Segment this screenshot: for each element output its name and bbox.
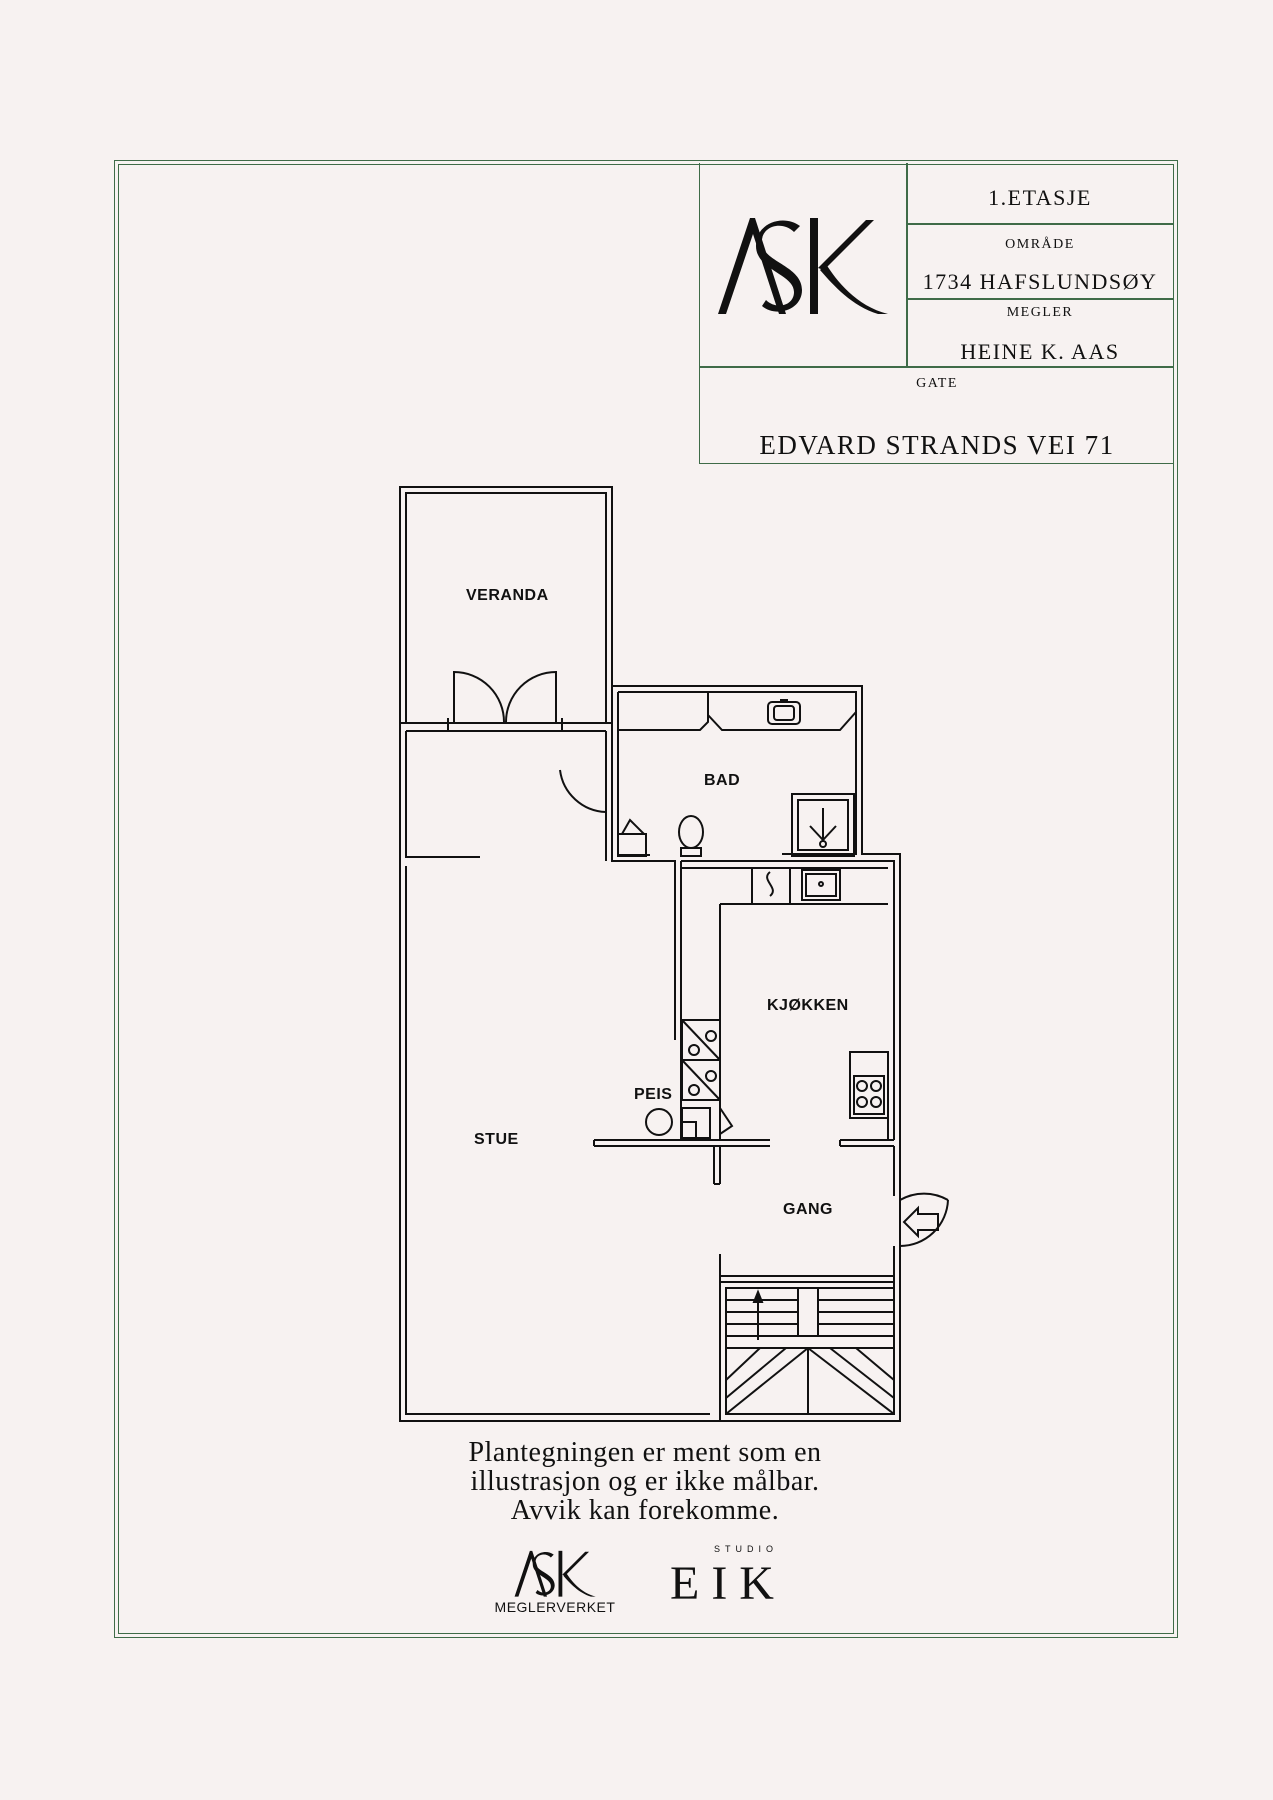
broker-label: MEGLER [1006, 305, 1074, 320]
tb-divider-vertical [906, 163, 908, 367]
kjokken-top-wall [681, 860, 895, 1140]
room-label-veranda: VERANDA [466, 587, 549, 604]
veranda-inner [405, 492, 607, 724]
room-label-peis: PEIS [634, 1086, 673, 1103]
tb-divider-1 [906, 223, 1174, 225]
bad-door [559, 764, 607, 814]
floor-label: 1.ETASJE [988, 185, 1092, 210]
entrance-door [899, 1192, 949, 1246]
disclaimer: Plantegningen er ment som en illustrasjo… [350, 1438, 940, 1525]
bad-wall [611, 686, 676, 1040]
area-label: OMRÅDE [1005, 237, 1075, 252]
room-label-bad: BAD [704, 772, 741, 789]
room-label-kjokken: KJØKKEN [767, 997, 849, 1014]
page-frame-inner [118, 164, 1174, 1634]
veranda-door-right [505, 670, 557, 724]
disclaimer-line-3: Avvik kan forekomme. [510, 1495, 780, 1526]
street-value: EDVARD STRANDS VEI 71 [759, 430, 1115, 460]
page-frame-outer [114, 160, 1178, 1638]
tb-divider-2 [906, 298, 1174, 300]
area-value: 1734 HAFSLUNDSØY [922, 269, 1158, 294]
broker-value: HEINE K. AAS [960, 339, 1120, 364]
studio-text: STUDIO [713, 1544, 778, 1554]
stue-upper-wall [405, 731, 480, 858]
veranda-outline [399, 486, 613, 724]
ask-logo [718, 218, 888, 314]
ask-meglerverket-logo [514, 1550, 596, 1597]
title-block: 1.ETASJE OMRÅDE 1734 HAFSLUNDSØY MEGLER … [699, 163, 1174, 464]
outer-wall [399, 685, 901, 1422]
street-label: GATE [916, 376, 958, 391]
tb-divider-3 [700, 366, 1174, 368]
room-label-gang: GANG [783, 1201, 833, 1218]
disclaimer-line-2: illustrasjon og er ikke målbar. [470, 1466, 820, 1497]
disclaimer-line-1: Plantegningen er ment som en [468, 1437, 822, 1468]
veranda-door-left [453, 670, 505, 724]
room-label-stue: STUE [474, 1131, 519, 1148]
meglerverket-text: MEGLERVERKET [494, 1599, 616, 1615]
eik-logo-text: EIK [670, 1557, 786, 1610]
